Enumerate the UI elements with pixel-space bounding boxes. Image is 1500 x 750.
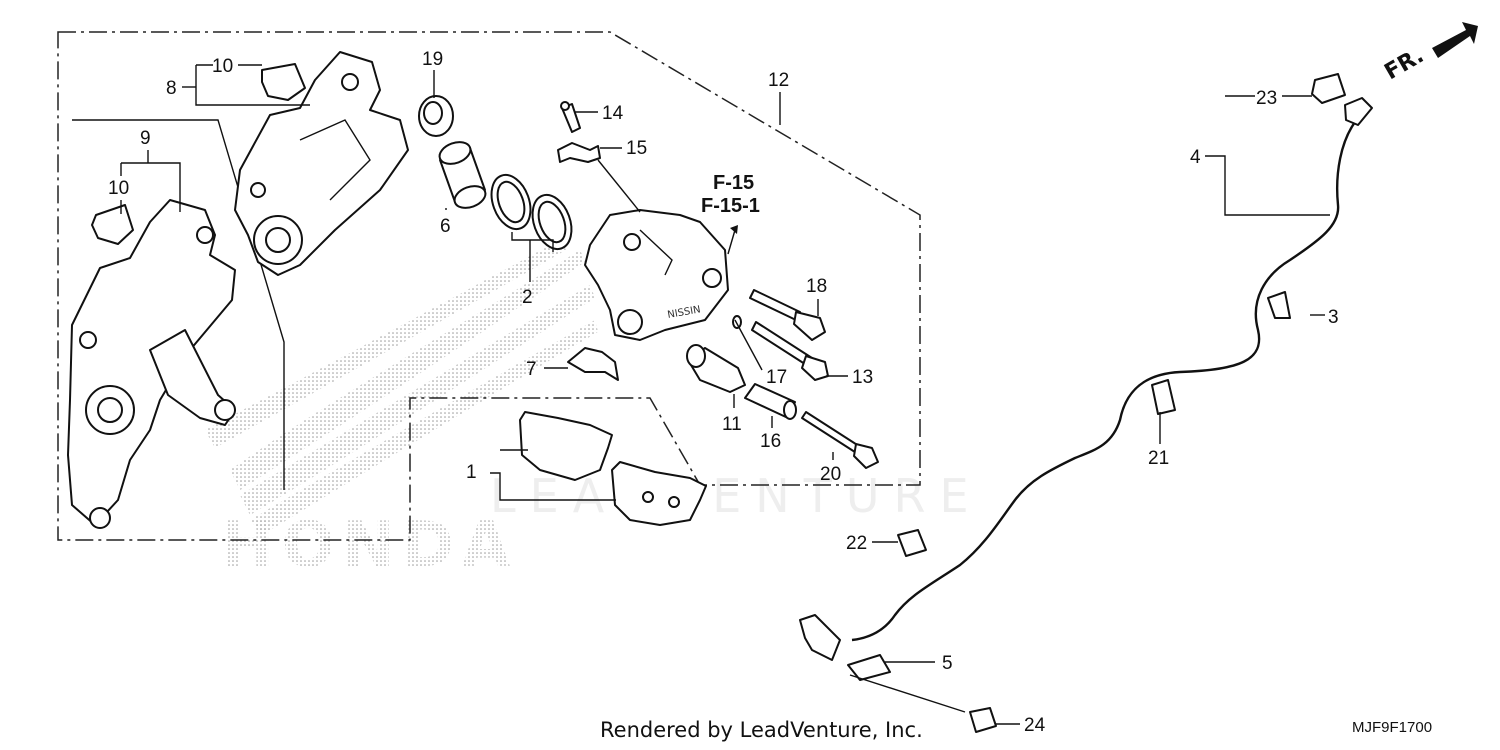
callout-24: 24 (1024, 715, 1046, 736)
caliper-pin-bolt-13 (751, 321, 829, 381)
callout-19: 19 (422, 49, 443, 70)
caliper-assembly-boundary (57, 31, 921, 541)
diagram-code: MJF9F1700 (1352, 719, 1433, 736)
callout-4: 4 (1190, 147, 1201, 168)
front-direction-arrow: FR. (1381, 22, 1478, 85)
callout-10-upper: 10 (212, 56, 233, 77)
pin-boot-16 (744, 383, 797, 420)
callout-23: 23 (1256, 88, 1277, 109)
footer-credit: Rendered by LeadVenture, Inc. (600, 718, 923, 742)
caliper-pin-bolt-18 (749, 289, 826, 341)
caliper-bracket-upper (234, 51, 409, 276)
callout-1: 1 (466, 462, 477, 483)
callout-20: 20 (820, 464, 841, 485)
pad-spring-clip-upper (261, 63, 306, 101)
callout-5: 5 (942, 653, 953, 674)
callout-16: 16 (760, 431, 781, 452)
piston-seal-set (490, 173, 573, 251)
callout-10-lower: 10 (108, 178, 129, 199)
washer (732, 315, 742, 329)
wheel-speed-sensor-harness (799, 73, 1373, 733)
reference-label-f15-1: F-15-1 (701, 195, 760, 217)
callout-17: 17 (766, 367, 787, 388)
caliper-bracket-lower (67, 199, 236, 529)
pin-bolt-20 (801, 411, 879, 469)
reference-label-f15: F-15 (713, 172, 754, 194)
callout-12: 12 (768, 70, 789, 91)
callout-18: 18 (806, 276, 827, 297)
callout-7: 7 (526, 359, 537, 380)
bleeder-cap (557, 142, 601, 163)
caliper-piston (438, 141, 487, 209)
bleeder-valve (560, 101, 581, 133)
brake-pad-set (519, 411, 707, 526)
boot-seal (418, 95, 454, 137)
callout-numbers: 1 2 3 4 5 6 7 8 9 10 10 11 12 13 14 15 1… (108, 49, 1339, 736)
leader-lines (120, 64, 1330, 725)
callout-9: 9 (140, 128, 151, 149)
honda-wing-logo: HONDA (205, 240, 598, 581)
callout-3: 3 (1328, 307, 1339, 328)
callout-22: 22 (846, 533, 867, 554)
front-marker-text: FR. (1381, 43, 1429, 85)
callout-2: 2 (522, 287, 533, 308)
callout-13: 13 (852, 367, 873, 388)
callout-11: 11 (722, 414, 742, 435)
pin-boot-11 (686, 344, 746, 393)
callout-14: 14 (602, 103, 624, 124)
pad-spring-clip-lower (91, 204, 134, 245)
callout-6: 6 (440, 216, 451, 237)
honda-logo-text: HONDA (222, 508, 518, 581)
pad-spring (567, 347, 619, 381)
caliper-body: NISSIN (584, 209, 729, 341)
callout-8: 8 (166, 78, 177, 99)
callout-21: 21 (1148, 448, 1169, 469)
callout-15: 15 (626, 138, 647, 159)
